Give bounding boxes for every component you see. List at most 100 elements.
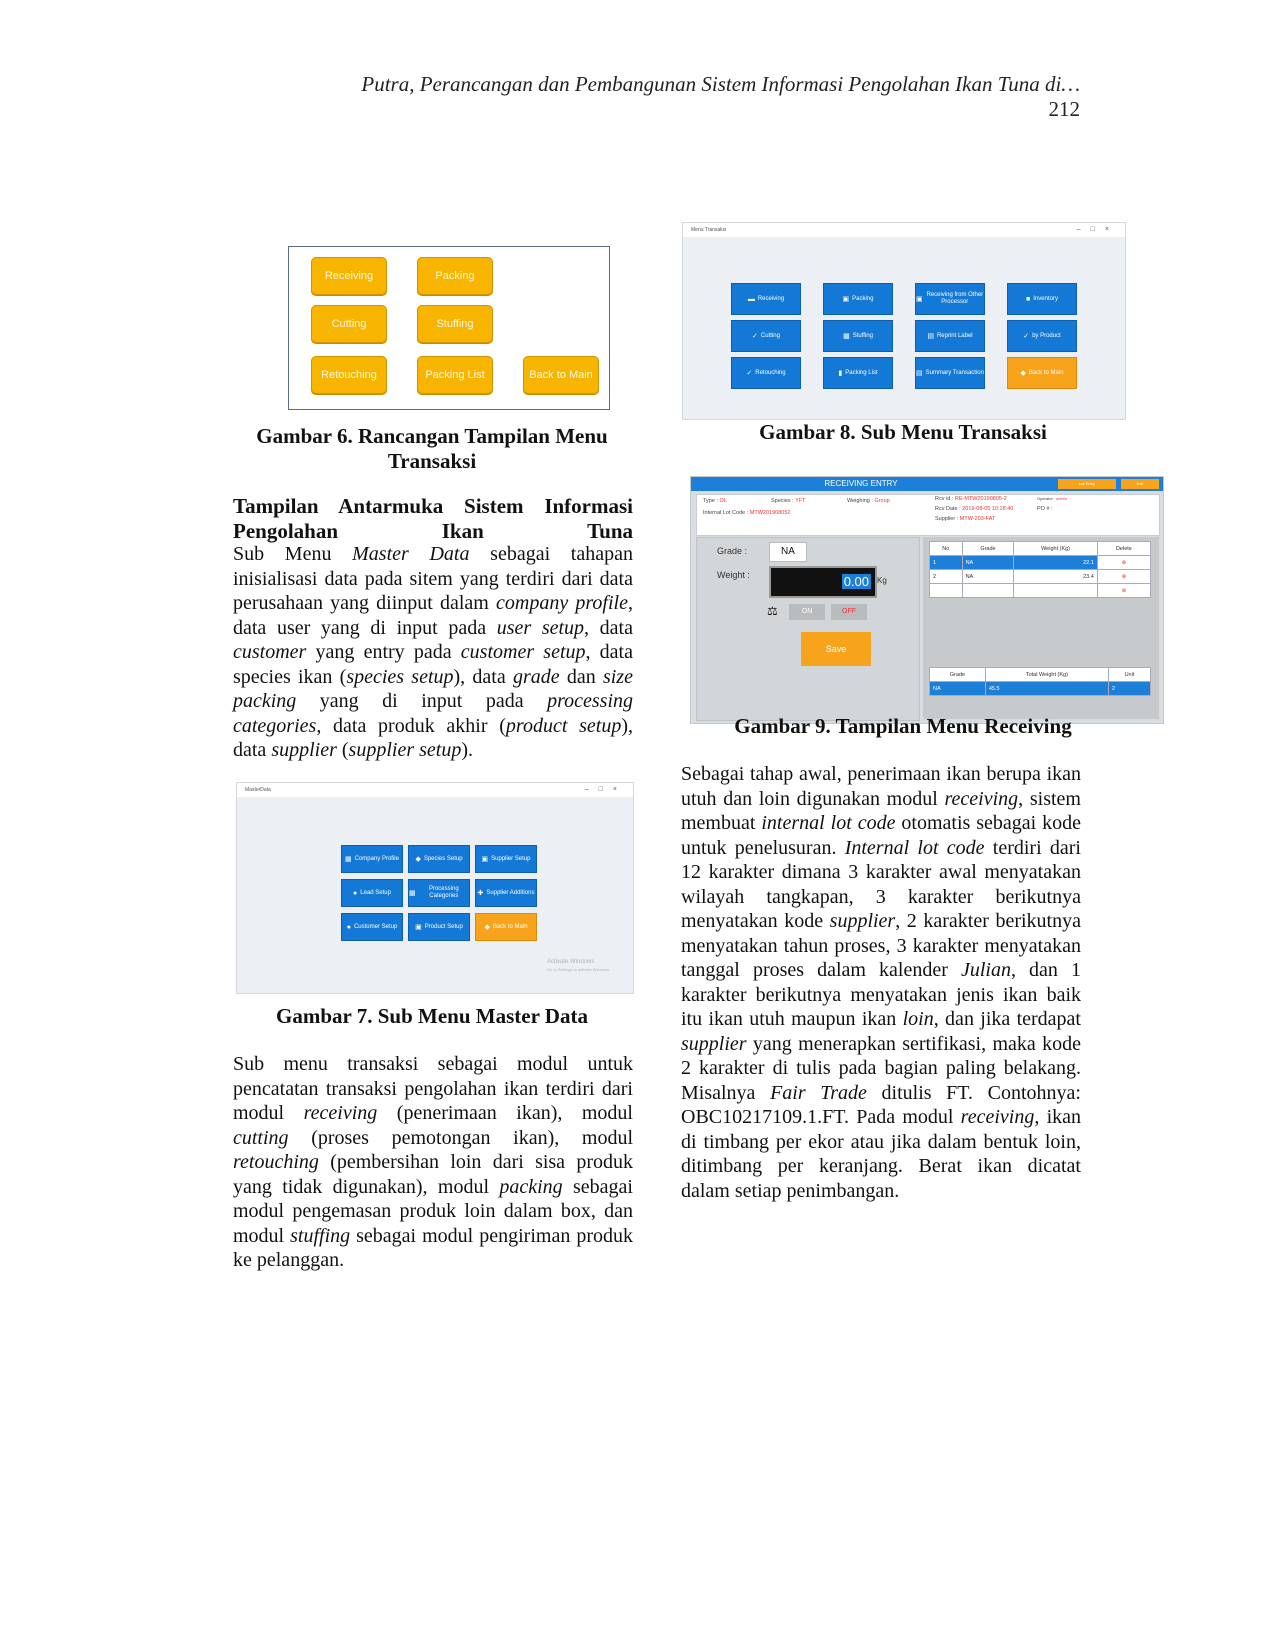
- design-retouching-button[interactable]: Retouching: [311, 356, 387, 394]
- design-back-to-main-button[interactable]: Back to Main: [523, 356, 599, 394]
- back-icon-2: ◆: [1020, 369, 1026, 377]
- summary-transaction-button[interactable]: ▤Summary Transaction: [915, 357, 985, 389]
- customer-setup-button[interactable]: ●Customer Setup: [341, 913, 403, 941]
- master-data-window-title: MasterData: [245, 787, 271, 793]
- receiving-from-other-processor-button[interactable]: ▣Receiving from Other Processor: [915, 283, 985, 315]
- company-icon: ▦: [345, 855, 352, 863]
- packing-list-button[interactable]: ▮Packing List: [823, 357, 893, 389]
- text-run: yang entry pada: [306, 641, 461, 663]
- text-run: , data produk akhir (: [316, 714, 506, 737]
- weight-unit: Kg: [877, 576, 887, 585]
- species-setup-button[interactable]: ◆Species Setup: [408, 845, 470, 873]
- italic-term: Julian: [960, 959, 1011, 981]
- weighing-value: Group: [874, 498, 890, 504]
- italic-term: Fair Trade: [770, 1081, 867, 1104]
- delete-icon[interactable]: ⊗: [1096, 555, 1152, 570]
- design-cutting-button[interactable]: Cutting: [311, 305, 387, 343]
- text-run: dan: [559, 665, 603, 688]
- design-packing-button[interactable]: Packing: [417, 257, 493, 295]
- table-row[interactable]: 2 NA 23.4 ⊗: [929, 569, 1152, 584]
- transaction-titlebar: Menu Transaksi –□×: [683, 223, 1125, 237]
- by-product-button[interactable]: ✓by Product: [1007, 320, 1077, 352]
- receiving-button[interactable]: ▬Receiving: [731, 283, 801, 315]
- weight-display: 0.00: [769, 566, 877, 598]
- text-run: (penerimaan ikan), modul: [377, 1102, 633, 1124]
- text-run: , data species ikan (: [233, 641, 633, 688]
- packing-button[interactable]: ▣Packing: [823, 283, 893, 315]
- lead-setup-button[interactable]: ●Lead Setup: [341, 879, 403, 907]
- italic-term: supplier: [681, 1032, 747, 1055]
- check-icon: ✓: [1023, 332, 1030, 340]
- internal-lot-code-value: MTW201908052: [749, 510, 791, 516]
- running-title: Putra, Perancangan dan Pembangunan Siste…: [361, 72, 1080, 96]
- container-icon: ▦: [843, 332, 850, 340]
- italic-term: user setup: [496, 616, 585, 639]
- page-number: 212: [1048, 97, 1081, 121]
- save-button[interactable]: Save: [801, 632, 871, 666]
- retouching-button[interactable]: ✓Retouching: [731, 357, 801, 389]
- text-run: Sub menu transaksi sebagai modul untuk p…: [233, 1053, 633, 1124]
- delete-icon[interactable]: ⊗: [1096, 569, 1152, 584]
- off-button[interactable]: OFF: [831, 604, 867, 620]
- text-run: ), data: [233, 714, 633, 762]
- printer-icon: ▤: [927, 332, 934, 340]
- receiving-title-bar: RECEIVING ENTRY Lot Entry Exit: [691, 477, 1163, 491]
- product-setup-button[interactable]: ▣Product Setup: [408, 913, 470, 941]
- box-icon: ▣: [415, 923, 422, 931]
- reprint-label-button[interactable]: ▤Reprint Label: [915, 320, 985, 352]
- italic-term: supplier: [829, 910, 896, 932]
- processing-categories-button[interactable]: ▦Processing Categories: [408, 879, 470, 907]
- inventory-icon: ■: [1026, 295, 1031, 303]
- activate-windows-watermark: Activate Windows Go to Settings to activ…: [547, 959, 611, 972]
- stuffing-button[interactable]: ▦Stuffing: [823, 320, 893, 352]
- table-row-empty: ⊗: [929, 583, 1152, 598]
- text-run: ditulis FT. Contohnya: OBC10217109.1.FT.…: [681, 1081, 1081, 1129]
- clipboard-icon: ▮: [838, 369, 843, 377]
- type-value: OL: [719, 498, 727, 504]
- italic-term: retouching: [233, 1151, 319, 1173]
- people-icon: ●: [346, 923, 351, 931]
- po-label: PO # :: [1037, 506, 1053, 512]
- section-heading: Tampilan Antarmuka Sistem Informasi Peng…: [233, 494, 633, 543]
- user-icon: ●: [353, 889, 358, 897]
- grade-field[interactable]: NA: [769, 542, 807, 562]
- figure-8-transaction-window: Menu Transaksi –□× ▬Receiving ▣Packing ▣…: [682, 222, 1126, 420]
- supplier-setup-button[interactable]: ▣Supplier Setup: [475, 845, 537, 873]
- delete-icon[interactable]: ⊗: [1096, 583, 1152, 598]
- text-run: , sistem membuat: [681, 787, 1081, 835]
- design-stuffing-button[interactable]: Stuffing: [417, 305, 493, 343]
- supplier-additions-button[interactable]: ✚Supplier Additions: [475, 879, 537, 907]
- text-run: sebagai modul pengiriman produk ke pelan…: [233, 1224, 633, 1272]
- inventory-button[interactable]: ■Inventory: [1007, 283, 1077, 315]
- grid-icon: ▦: [409, 889, 416, 897]
- species-value: YFT: [795, 498, 806, 504]
- italic-term: receiving: [944, 787, 1019, 810]
- text-run: , dan jika terdapat: [933, 1008, 1081, 1030]
- back-to-main-button-2[interactable]: ◆Back to Main: [1007, 357, 1077, 389]
- cutting-button[interactable]: ✓Cutting: [731, 320, 801, 352]
- exit-button[interactable]: Exit: [1121, 479, 1159, 489]
- back-to-main-button[interactable]: ◆Back to Main: [475, 913, 537, 941]
- text-run: (proses pemotongan ikan), modul: [288, 1126, 633, 1149]
- text-run: (pembersihan loin dari sisa produk yang …: [233, 1151, 633, 1198]
- text-run: Sebagai tahap awal, penerimaan ikan beru…: [681, 763, 1081, 810]
- design-receiving-button[interactable]: Receiving: [311, 257, 387, 295]
- window-controls-icon-2[interactable]: –□×: [1076, 226, 1119, 233]
- supplier-value: MTW-203-FAT: [959, 516, 996, 522]
- italic-term: species setup: [346, 665, 454, 688]
- window-controls-icon[interactable]: –□×: [584, 786, 627, 793]
- weighing-table-panel: No Grade Weight (Kg) Delete 1 NA 22.1 ⊗ …: [923, 537, 1159, 719]
- figure-6-menu-design: Receiving Packing Cutting Stuffing Retou…: [288, 246, 610, 410]
- company-profile-button[interactable]: ▦Company Profile: [341, 845, 403, 873]
- running-header: Putra, Perancangan dan Pembangunan Siste…: [340, 72, 1080, 122]
- receiving-title: RECEIVING ENTRY: [824, 479, 898, 488]
- on-button[interactable]: ON: [789, 604, 825, 620]
- italic-term: cutting: [233, 1126, 289, 1149]
- summary-row[interactable]: NA 45.5 2: [929, 681, 1152, 696]
- lot-entry-button[interactable]: Lot Entry: [1058, 479, 1116, 489]
- text-run: Sub Menu: [233, 543, 353, 565]
- design-packing-list-button[interactable]: Packing List: [417, 356, 493, 394]
- italic-term: Internal lot code: [844, 836, 985, 859]
- back-icon: ◆: [484, 923, 490, 931]
- table-row[interactable]: 1 NA 22.1 ⊗: [929, 555, 1152, 570]
